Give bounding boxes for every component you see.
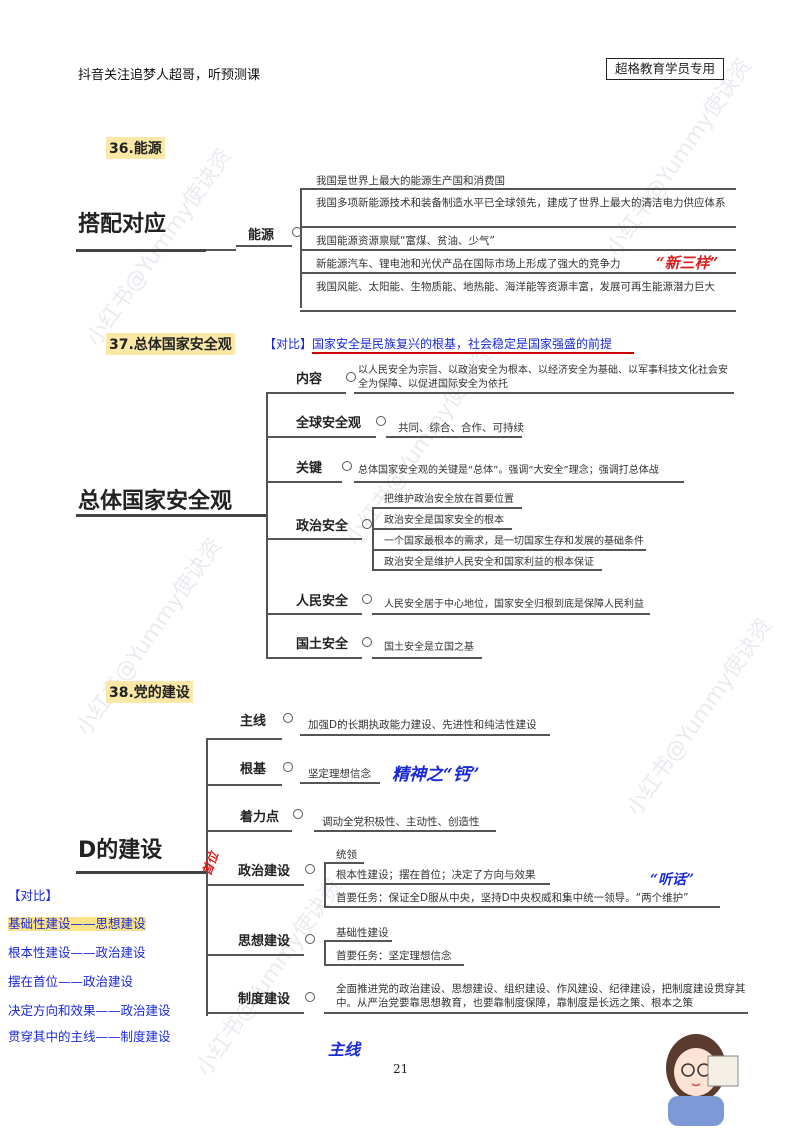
s38-focus-text: 调动全党积极性、主动性、创造性 [322,816,480,828]
watermark: 小红书@Yummy使诀资 [81,144,237,351]
s37-political-4: 政治安全是维护人民安全和国家利益的根本保证 [384,557,594,568]
s36-item-1: 我国是世界上最大的能源生产国和消费国 [316,175,505,187]
s37-content-text: 以人民安全为宗旨、以政治安全为根本、以经济安全为基础、以军事科技文化社会安全为保… [358,365,728,390]
s38-system-text: 全面推进党的政治建设、思想建设、组织建设、作风建设、纪律建设，把制度建设贯穿其中… [336,983,746,1009]
s38-compare-item-2: 根本性建设——政治建设 [8,945,146,960]
s36-main-node: 搭配对应 [78,212,167,237]
s36-item-2: 我国多项新能源技术和装备制造水平已全球领先，建成了世界上最大的清洁电力供应体系 [316,197,726,209]
section-38-title: 38.党的建设 [106,681,193,703]
s37-political-3: 一个国家最根本的需求，是一切国家生存和发展的基础条件 [384,536,644,547]
header-badge: 超格教育学员专用 [606,58,724,80]
s38-political-1: 统领 [336,849,357,861]
s38-thought-2: 首要任务：坚定理想信念 [336,950,452,962]
s37-branch-land: 国土安全 [296,637,349,652]
watermark: 小红书@Yummy使诀资 [621,614,777,821]
s38-compare-item-4: 决定方向和效果——政治建设 [8,1003,171,1018]
section-37-title: 37.总体国家安全观 [106,333,235,355]
s38-branch-mainline: 主线 [240,714,267,729]
s38-system-hand-note: 主线 [328,1040,361,1059]
s38-political-3: 首要任务：保证全D服从中央，坚持D中央权威和集中统一领导。“两个维护” [336,892,689,904]
s36-branch-energy: 能源 [248,228,275,243]
s37-main-node: 总体国家安全观 [78,489,233,514]
page-number: 21 [393,1062,409,1076]
s38-compare-item-5: 贯穿其中的主线——制度建设 [8,1029,171,1044]
s38-political-hand-note: “听话” [650,872,695,888]
s38-compare-item-3: 摆在首位——政治建设 [8,974,134,989]
s38-root-text: 坚定理想信念 [308,768,371,780]
s36-hand-note: “新三样” [656,254,719,272]
s38-main-node: D的建设 [78,838,163,863]
s37-branch-people: 人民安全 [296,594,349,609]
s38-branch-thought: 思想建设 [238,934,291,949]
s38-branch-system: 制度建设 [238,992,291,1007]
s37-branch-key: 关键 [296,461,323,476]
s38-compare-item-1: 基础性建设——思想建设 [8,916,146,931]
s37-global-text: 共同、综合、合作、可持续 [398,422,524,434]
s38-branch-focus: 着力点 [240,810,280,825]
avatar [652,1026,744,1126]
s38-mainline-text: 加强D的长期执政能力建设、先进性和纯洁性建设 [308,719,537,731]
section-36-title: 36.能源 [106,137,165,159]
s37-compare-note: 【对比】国家安全是民族复兴的根基，社会稳定是国家强盛的前提 [264,337,613,351]
s36-item-3: 我国能源资源禀赋“富煤、贫油、少气” [316,235,495,247]
header-promo-text: 抖音关注追梦人超哥，听预测课 [78,68,261,83]
s37-political-1: 把维护政治安全放在首要位置 [384,494,514,505]
s36-item-4: 新能源汽车、锂电池和光伏产品在国际市场上形成了强大的竞争力 [316,258,621,270]
s38-compare-title: 【对比】 [8,888,59,903]
s37-key-text: 总体国家安全观的关键是“总体”。强调“大安全”理念；强调打总体战 [358,465,659,476]
s37-branch-political: 政治安全 [296,519,349,534]
s37-land-text: 国土安全是立国之基 [384,642,474,653]
s36-item-5: 我国风能、太阳能、生物质能、地热能、海洋能等资源丰富，发展可再生能源潜力巨大 [316,281,715,293]
s38-thought-1: 基础性建设 [336,927,389,939]
s38-branch-root: 根基 [240,762,267,777]
s38-branch-political: 政治建设 [238,864,291,879]
watermark: 小红书@Yummy使诀资 [601,54,757,261]
s38-root-hand-note: 精神之“钙” [392,765,480,785]
watermark: 小红书@Yummy使诀资 [71,534,227,741]
s37-political-2: 政治安全是国家安全的根本 [384,515,504,526]
s37-branch-global: 全球安全观 [296,416,362,431]
s38-political-2: 根本性建设；摆在首位；决定了方向与效果 [336,869,536,881]
s38-side-hand-note: 首位 [199,849,222,878]
s37-branch-content: 内容 [296,372,323,387]
s37-people-text: 人民安全居于中心地位，国家安全归根到底是保障人民利益 [384,599,644,610]
